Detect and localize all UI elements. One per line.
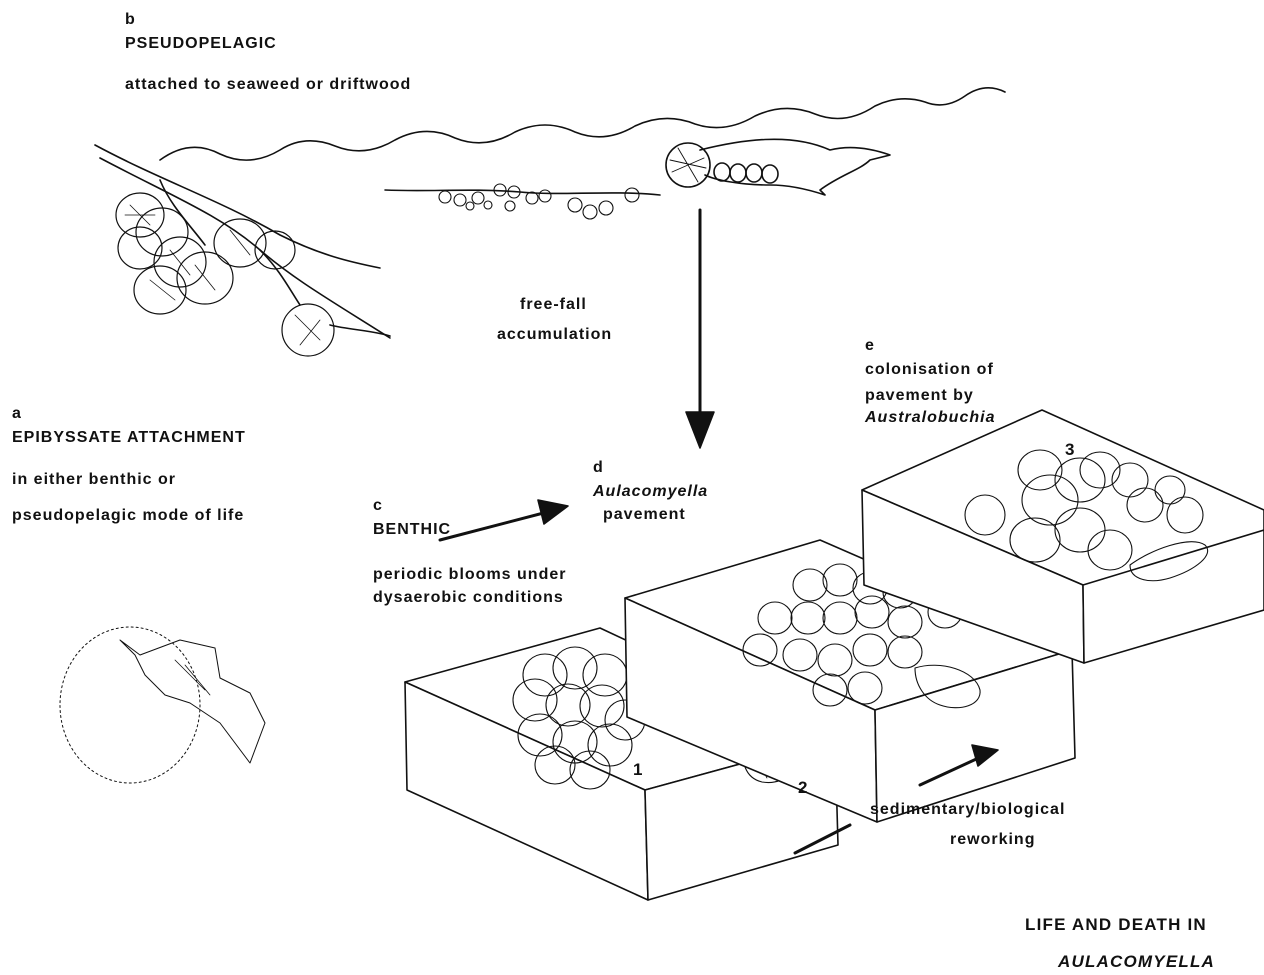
caption-line-1: LIFE AND DEATH IN: [1025, 915, 1207, 935]
sea-surface-wave: [160, 88, 1005, 160]
floating-log: [666, 139, 890, 195]
block-3-label: 3: [1065, 440, 1076, 460]
block-2-label: 2: [798, 778, 809, 798]
driftwood-line: [385, 190, 660, 195]
panel-b-description: attached to seaweed or driftwood: [125, 75, 411, 95]
panel-e-line-1: colonisation of: [865, 360, 994, 380]
block-1-label: 1: [633, 760, 644, 780]
free-fall-label: free-fall: [520, 295, 587, 315]
panel-a-description-2: pseudopelagic mode of life: [12, 506, 244, 526]
panel-e-taxon: Australobuchia: [865, 408, 995, 428]
caption-line-2: AULACOMYELLA: [1058, 952, 1215, 972]
small-shells-row: [439, 184, 639, 219]
epibyssate-shell: [60, 627, 265, 783]
free-fall-arrow: [686, 210, 714, 448]
panel-d-taxon: Aulacomyella: [593, 482, 708, 502]
panel-a-heading: EPIBYSSATE ATTACHMENT: [12, 428, 246, 448]
seaweed-bivalve-cluster: [116, 193, 334, 356]
panel-b-letter: b: [125, 10, 136, 30]
benthic-arrow: [440, 500, 568, 540]
accumulation-label: accumulation: [497, 325, 612, 345]
panel-c-letter: c: [373, 496, 383, 516]
panel-d-description: pavement: [603, 505, 686, 525]
reworking-line-1: sedimentary/biological: [870, 800, 1065, 820]
panel-a-description-1: in either benthic or: [12, 470, 176, 490]
panel-e-letter: e: [865, 336, 875, 356]
panel-c-description-2: dysaerobic conditions: [373, 588, 564, 608]
panel-c-heading: BENTHIC: [373, 520, 451, 540]
panel-d-letter: d: [593, 458, 604, 478]
panel-b-heading: PSEUDOPELAGIC: [125, 34, 277, 54]
reworking-line-2: reworking: [950, 830, 1035, 850]
panel-c-description-1: periodic blooms under: [373, 565, 566, 585]
seaweed-strands: [95, 145, 390, 338]
panel-a-letter: a: [12, 404, 22, 424]
panel-e-line-2: pavement by: [865, 386, 974, 406]
